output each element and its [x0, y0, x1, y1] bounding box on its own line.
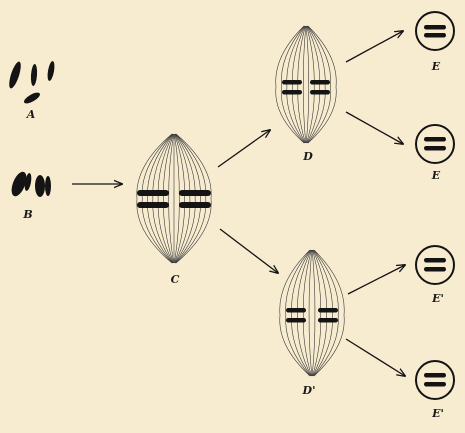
arrow-d-prime-to-e4	[346, 339, 405, 376]
spindle-fibre	[303, 26, 306, 87]
spindle-fibre	[314, 250, 344, 315]
spindle-fibre	[306, 26, 309, 87]
arrow-c-to-d	[218, 130, 270, 167]
chromosome	[137, 190, 169, 196]
arrow-d-prime-to-e3	[348, 265, 405, 294]
chromosome	[30, 64, 38, 86]
chromosome-pair	[35, 175, 45, 197]
spindle-fibre	[309, 250, 312, 315]
arrow-d-to-e1	[346, 31, 403, 62]
spindle-fibre	[280, 250, 310, 315]
spindle-fibre	[169, 199, 174, 263]
spindle-fibre	[174, 199, 179, 263]
spindle-fibre	[298, 26, 306, 87]
label-e2: E	[432, 169, 440, 182]
spindle-d-prime	[280, 250, 345, 376]
chromosome	[46, 61, 55, 82]
spindle-fibre	[312, 315, 315, 376]
label-d: D	[303, 150, 313, 163]
spindle-fibre	[303, 87, 306, 143]
spindle-d	[276, 26, 337, 143]
cell-e3	[416, 246, 454, 284]
label-e3: E'	[432, 292, 444, 305]
chromosome	[282, 80, 302, 85]
spindle-fibre	[313, 315, 321, 376]
cell-e1	[416, 12, 454, 50]
spindle-fibre	[303, 250, 311, 315]
chromosome	[286, 308, 306, 313]
spindle-fibre	[276, 26, 304, 87]
chromosome	[318, 318, 338, 323]
spindle-c	[137, 134, 211, 263]
chromosome	[179, 190, 211, 196]
spindle-fibre	[276, 87, 304, 143]
spindle-fibre	[280, 315, 310, 376]
spindle-fibre	[314, 315, 344, 376]
spindle-fibre	[308, 26, 336, 87]
cell-e2	[416, 125, 454, 163]
chromosome	[137, 202, 169, 208]
spindle-fibre	[307, 87, 315, 143]
label-a: A	[27, 108, 36, 121]
label-e1: E	[432, 60, 440, 73]
cell-e4	[416, 361, 454, 399]
chromosome	[179, 202, 211, 208]
spindle-fibre	[169, 134, 174, 199]
chromosome	[310, 90, 330, 95]
chromosome	[318, 308, 338, 313]
spindle-fibre	[298, 87, 306, 143]
arrow-c-to-d-prime	[220, 229, 278, 273]
chromosome	[310, 80, 330, 85]
spindle-fibre	[309, 315, 312, 376]
spindle-fibre	[306, 87, 309, 143]
label-d-prime: D'	[303, 384, 316, 397]
chromosome-group-a	[7, 60, 56, 105]
spindle-fibre	[174, 134, 179, 199]
spindle-fibre	[312, 250, 315, 315]
spindle-fibre	[313, 250, 321, 315]
chromosome	[22, 90, 41, 105]
label-b: B	[23, 208, 32, 221]
label-c: C	[171, 273, 180, 286]
chromosome	[282, 90, 302, 95]
chromosome-pair	[45, 176, 51, 196]
spindle-fibre	[308, 87, 336, 143]
spindle-fibre	[303, 315, 311, 376]
chromosome	[286, 318, 306, 323]
spindle-fibre	[307, 26, 315, 87]
chromosome-group-b	[9, 170, 51, 199]
label-e4: E'	[432, 407, 444, 420]
chromosome	[7, 60, 23, 89]
arrow-d-to-e2	[346, 112, 403, 144]
